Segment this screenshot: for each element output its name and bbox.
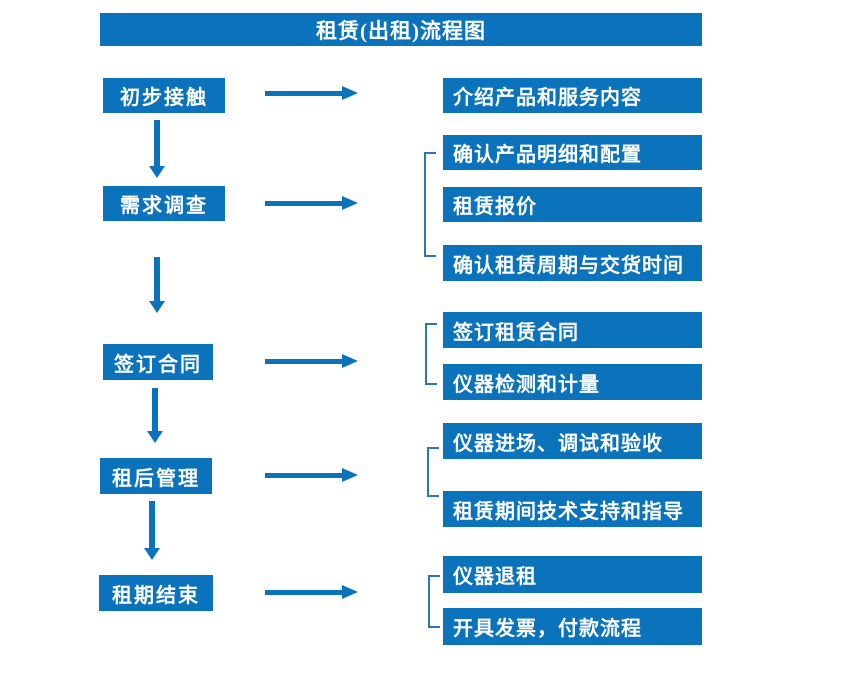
right-arrow-shaft [265, 90, 342, 96]
down-arrow-shaft [154, 257, 160, 301]
title-bar: 租赁(出租)流程图 [100, 13, 702, 46]
down-arrow-head-icon [149, 166, 165, 178]
right-arrow-shaft [265, 589, 342, 595]
group-bracket-post-rental [427, 447, 439, 497]
right-arrow-head-icon [342, 86, 358, 100]
step-box-rental-end: 租期结束 [99, 575, 213, 611]
down-arrow-shaft [149, 501, 155, 548]
right-arrow-head-icon [342, 585, 358, 599]
down-arrow-head-icon [147, 431, 163, 443]
right-arrow-2 [265, 196, 358, 210]
down-arrow-4 [144, 501, 160, 560]
right-arrow-5 [265, 585, 358, 599]
group-bracket-sign-contract [425, 323, 437, 385]
group-bracket-rental-end [428, 575, 440, 628]
step-box-initial-contact: 初步接触 [103, 78, 225, 113]
detail-box-introduce-products: 介绍产品和服务内容 [443, 78, 702, 113]
right-arrow-shaft [265, 472, 342, 478]
down-arrow-head-icon [149, 301, 165, 313]
detail-box-confirm-period-delivery: 确认租赁周期与交货时间 [443, 245, 702, 281]
right-arrow-shaft [265, 200, 342, 206]
detail-box-invoice-payment: 开具发票，付款流程 [443, 608, 702, 645]
detail-box-instrument-return: 仪器退租 [443, 556, 702, 593]
group-bracket-demand-survey [424, 152, 436, 257]
page-title: 租赁(出租)流程图 [316, 18, 486, 43]
right-arrow-head-icon [342, 468, 358, 482]
right-arrow-1 [265, 86, 358, 100]
right-arrow-4 [265, 468, 358, 482]
detail-box-sign-rental-contract: 签订租赁合同 [443, 312, 702, 348]
detail-box-instrument-setup-acceptance: 仪器进场、调试和验收 [443, 423, 702, 459]
right-arrow-3 [265, 354, 358, 368]
detail-box-rental-quote: 租赁报价 [443, 187, 702, 222]
detail-box-instrument-inspection: 仪器检测和计量 [443, 364, 702, 400]
right-arrow-shaft [265, 358, 342, 364]
right-arrow-head-icon [342, 354, 358, 368]
down-arrow-1 [149, 120, 165, 178]
detail-box-confirm-product-config: 确认产品明细和配置 [443, 135, 702, 170]
step-box-post-rental-management: 租后管理 [100, 458, 212, 494]
step-box-sign-contract: 签订合同 [103, 344, 213, 380]
right-arrow-head-icon [342, 196, 358, 210]
step-box-demand-survey: 需求调查 [103, 186, 225, 221]
down-arrow-shaft [154, 120, 160, 166]
down-arrow-2 [149, 257, 165, 313]
down-arrow-shaft [152, 388, 158, 431]
down-arrow-3 [147, 388, 163, 443]
detail-box-tech-support: 租赁期间技术支持和指导 [443, 491, 702, 527]
down-arrow-head-icon [144, 548, 160, 560]
